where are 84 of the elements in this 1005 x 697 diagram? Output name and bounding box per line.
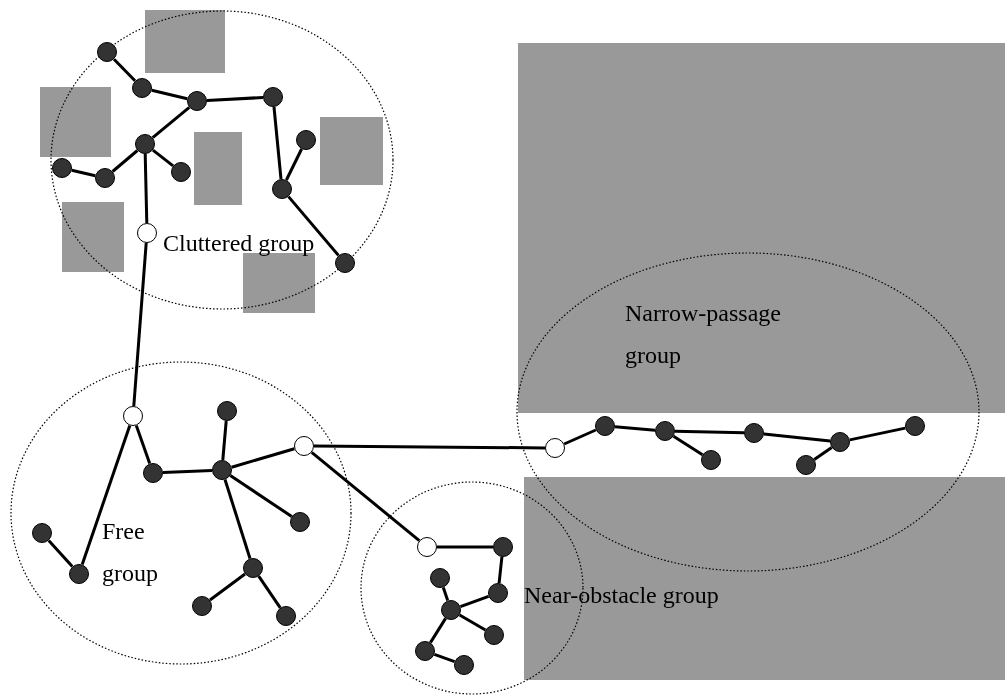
- filled-node-circle: [217, 401, 237, 421]
- connector-line: [229, 474, 293, 518]
- open-node-circle: [137, 223, 157, 243]
- open-node-circle: [545, 438, 565, 458]
- connector-line: [272, 106, 283, 180]
- connector-line: [563, 428, 597, 446]
- filled-node-circle: [905, 416, 925, 436]
- filled-node-circle: [135, 134, 155, 154]
- connector-line: [813, 446, 833, 461]
- filled-node-circle: [243, 558, 263, 578]
- filled-node-circle: [296, 130, 316, 150]
- connector-line: [433, 653, 456, 663]
- filled-node-circle: [32, 523, 52, 543]
- filled-node-circle: [290, 512, 310, 532]
- filled-node-circle: [430, 568, 450, 588]
- connector-line: [221, 420, 228, 461]
- filled-node-circle: [132, 78, 152, 98]
- connector-line: [763, 432, 831, 443]
- filled-node-circle: [52, 158, 72, 178]
- connector-line: [47, 539, 74, 568]
- connector-line: [314, 444, 545, 450]
- connector-line: [458, 613, 487, 632]
- connector-line: [143, 153, 149, 224]
- filled-node-circle: [95, 168, 115, 188]
- filled-node-circle: [484, 625, 504, 645]
- filled-node-circle: [493, 537, 513, 557]
- connector-line: [672, 435, 704, 456]
- connector-line: [112, 58, 137, 82]
- connector-line: [441, 587, 450, 601]
- group-label: Free group: [102, 517, 159, 588]
- group-label: Narrow-passage group: [625, 299, 782, 370]
- connector-line: [151, 106, 191, 139]
- filled-node-circle: [655, 421, 675, 441]
- filled-node-circle: [192, 596, 212, 616]
- connector-line: [206, 96, 264, 102]
- open-node-circle: [417, 537, 437, 557]
- connector-line: [429, 617, 447, 644]
- group-label: Near-obstacle group: [524, 581, 720, 610]
- group-ellipse: [50, 10, 394, 310]
- connector-line: [223, 479, 252, 559]
- filled-node-circle: [415, 641, 435, 661]
- filled-node-circle: [187, 91, 207, 111]
- filled-node-circle: [263, 87, 283, 107]
- filled-node-circle: [212, 460, 232, 480]
- connector-line: [151, 88, 188, 101]
- group-ellipse: [516, 252, 980, 572]
- connector-line: [310, 451, 421, 542]
- connector-line: [71, 168, 96, 178]
- connector-line: [162, 468, 213, 475]
- filled-node-circle: [272, 179, 292, 199]
- group-ellipse: [10, 361, 352, 665]
- connector-line: [459, 595, 490, 608]
- connector-line: [80, 425, 132, 565]
- connector-line: [285, 148, 303, 181]
- connector-line: [134, 424, 152, 465]
- connector-line: [257, 575, 282, 609]
- filled-node-circle: [830, 432, 850, 452]
- filled-node-circle: [97, 42, 117, 62]
- filled-node-circle: [595, 416, 615, 436]
- filled-node-circle: [335, 253, 355, 273]
- open-node-circle: [123, 406, 143, 426]
- filled-node-circle: [276, 606, 296, 626]
- connector-line: [497, 556, 504, 584]
- connector-line: [151, 148, 175, 168]
- connector-line: [849, 426, 906, 442]
- filled-node-circle: [441, 600, 461, 620]
- filled-node-circle: [454, 655, 474, 675]
- connector-line: [132, 242, 148, 407]
- filled-node-circle: [796, 455, 816, 475]
- filled-node-circle: [744, 423, 764, 443]
- filled-node-circle: [488, 583, 508, 603]
- connector-line: [209, 572, 246, 602]
- connector-line: [614, 425, 656, 432]
- filled-node-circle: [143, 463, 163, 483]
- connector-line: [674, 429, 745, 435]
- filled-node-circle: [701, 450, 721, 470]
- connector-line: [437, 545, 493, 549]
- filled-node-circle: [69, 564, 89, 584]
- open-node-circle: [294, 436, 314, 456]
- filled-node-circle: [171, 162, 191, 182]
- group-label: Cluttered group: [163, 229, 316, 258]
- connector-line: [231, 447, 295, 469]
- connector-line: [287, 195, 340, 257]
- connector-line: [111, 149, 139, 173]
